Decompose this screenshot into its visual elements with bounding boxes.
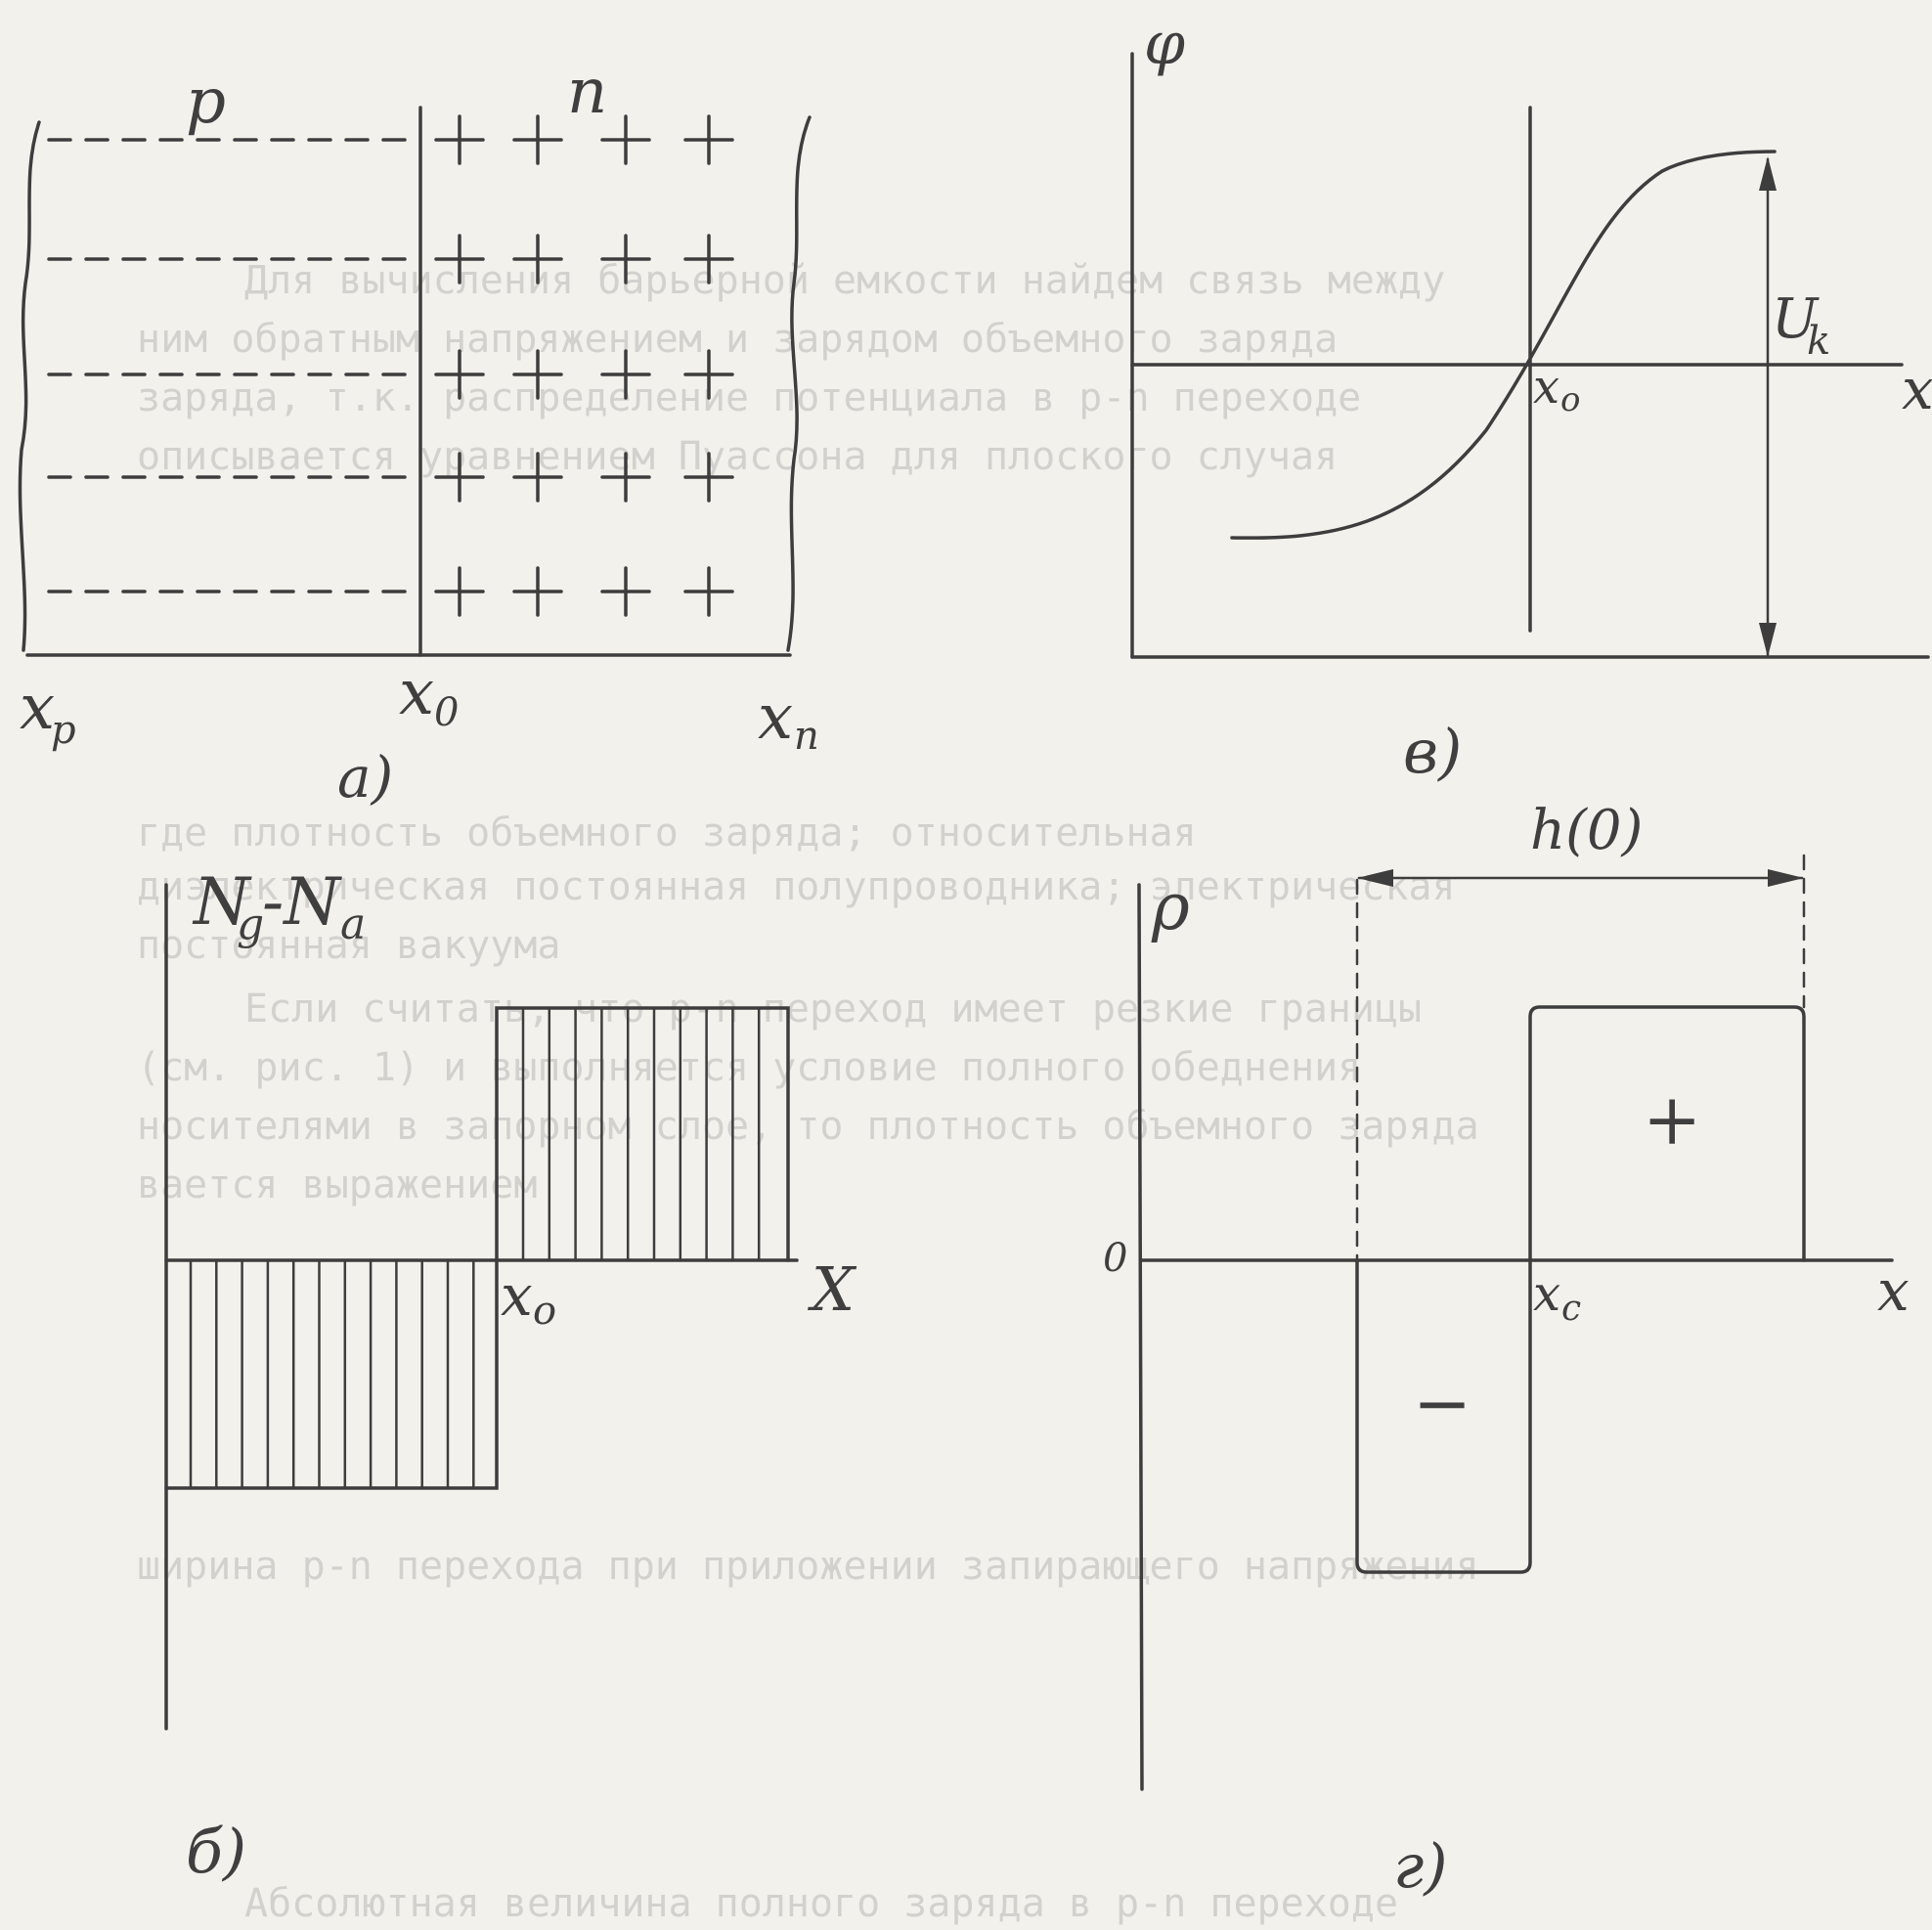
plus-sign: [600, 349, 651, 400]
left-wavy-boundary: [18, 120, 41, 652]
uk-label: U: [1772, 287, 1820, 351]
plus-sign: [683, 566, 734, 617]
x0-label: x: [399, 657, 434, 729]
caption-v: в): [1403, 716, 1462, 787]
plus-sign: [434, 349, 485, 400]
h0-label: h(0): [1530, 799, 1643, 862]
plus-sign: [512, 566, 563, 617]
background-bleed-text: Для вычисления барьерной емкости найдем …: [137, 258, 1479, 1926]
x0-subscript: o: [1560, 380, 1580, 419]
minus-sign: −: [1413, 1362, 1471, 1444]
plus-sign: [512, 114, 563, 165]
ghost-text: вается выражением: [137, 1162, 537, 1207]
x-axis-label: X: [808, 1253, 857, 1325]
plus-sign: [600, 452, 651, 503]
acceptor-block: [164, 1258, 499, 1490]
plus-sign: [434, 234, 485, 285]
h0-arrow-left: [1357, 869, 1393, 887]
plus-sign: [683, 114, 734, 165]
negative-charge-block: [1355, 1258, 1532, 1574]
ghost-text: описывается уравнением Пуассона для плос…: [137, 434, 1338, 479]
ghost-text: Абсолютная величина полного заряда в р-n…: [244, 1881, 1398, 1926]
potential-curve: [1230, 150, 1777, 540]
plus-sign: [434, 452, 485, 503]
plus-sign: [600, 114, 651, 165]
x0-subscript: c: [1561, 1289, 1581, 1329]
plus-sign: [512, 349, 563, 400]
x0-label: x: [1533, 1265, 1560, 1322]
uk-subscript: k: [1807, 319, 1830, 364]
plus-sign: [600, 234, 651, 285]
plus-sign: [512, 234, 563, 285]
panel-b-geometry: [164, 883, 799, 1731]
panel-g: ρ h(0) 0 x c x + − г): [1103, 799, 1910, 1902]
rho-axis: [1137, 883, 1144, 1791]
x0-label: x: [501, 1262, 533, 1329]
y-axis-label-n: N: [192, 864, 252, 940]
panel-g-geometry: [1137, 854, 1894, 1791]
donor-block: [495, 1006, 790, 1262]
y-axis-sub-g: g: [237, 899, 264, 949]
xn-subscript: n: [794, 714, 819, 759]
plus-sign: [600, 566, 651, 617]
ghost-text: постоянная вакуума: [137, 923, 560, 968]
ghost-text: Если считать, что р-n переход имеет резк…: [244, 987, 1422, 1031]
xn-label: x: [758, 681, 793, 754]
ghost-text: носителями в запорном слое, то плотность…: [137, 1104, 1479, 1149]
plus-sign: [434, 114, 485, 165]
n-region-label: n: [567, 56, 607, 128]
x0-subscript: o: [533, 1289, 556, 1334]
uk-arrow-top: [1759, 156, 1777, 191]
plus-sign: [434, 566, 485, 617]
caption-a: a): [337, 744, 393, 811]
right-wavy-boundary: [786, 115, 812, 652]
panel-v: φ U k x o x в): [1130, 10, 1932, 787]
ghost-text: (см. рис. 1) и выполняется условие полно…: [137, 1045, 1361, 1090]
uk-arrow-bottom: [1759, 623, 1777, 657]
phi-label: φ: [1144, 10, 1185, 78]
plus-sign: +: [1643, 1078, 1701, 1161]
rho-label: ρ: [1151, 869, 1190, 944]
caption-g: г): [1393, 1830, 1448, 1902]
ghost-text: заряда, т.к. распределение потенциала в …: [137, 375, 1361, 420]
donor-plus-grid: [434, 114, 734, 617]
y-axis-label-dash-n: -N: [262, 864, 342, 940]
xp-label: x: [20, 672, 55, 744]
plus-sign: [683, 349, 734, 400]
panel-b: N g -N a x o X б): [186, 864, 857, 1887]
plus-sign: [683, 234, 734, 285]
h0-arrow-right: [1768, 869, 1804, 887]
x0-subscript: 0: [434, 690, 459, 735]
caption-b: б): [186, 1816, 246, 1887]
x0-label: x: [1533, 360, 1559, 415]
positive-charge-block: [1528, 1005, 1806, 1262]
ghost-text: Для вычисления барьерной емкости найдем …: [244, 258, 1445, 303]
plus-sign: [683, 452, 734, 503]
plus-sign: [512, 452, 563, 503]
ghost-text: диэлектрическая постоянная полупроводник…: [137, 864, 1456, 909]
p-region-label: p: [186, 66, 226, 138]
acceptor-rows: [47, 138, 413, 593]
ghost-text: где плотность объемного заряда; относите…: [137, 811, 1197, 855]
x-axis-label: x: [1902, 356, 1932, 422]
ghost-text: ним обратным напряжением и зарядом объем…: [137, 317, 1338, 362]
xp-subscript: p: [51, 708, 76, 753]
ghost-text: ширина р-n перехода при приложении запир…: [137, 1544, 1479, 1589]
panel-a: p n x p x 0 x n a): [18, 56, 819, 811]
zero-label: 0: [1103, 1236, 1127, 1281]
y-axis-sub-a: a: [340, 899, 366, 949]
x-axis-label: x: [1877, 1257, 1910, 1324]
